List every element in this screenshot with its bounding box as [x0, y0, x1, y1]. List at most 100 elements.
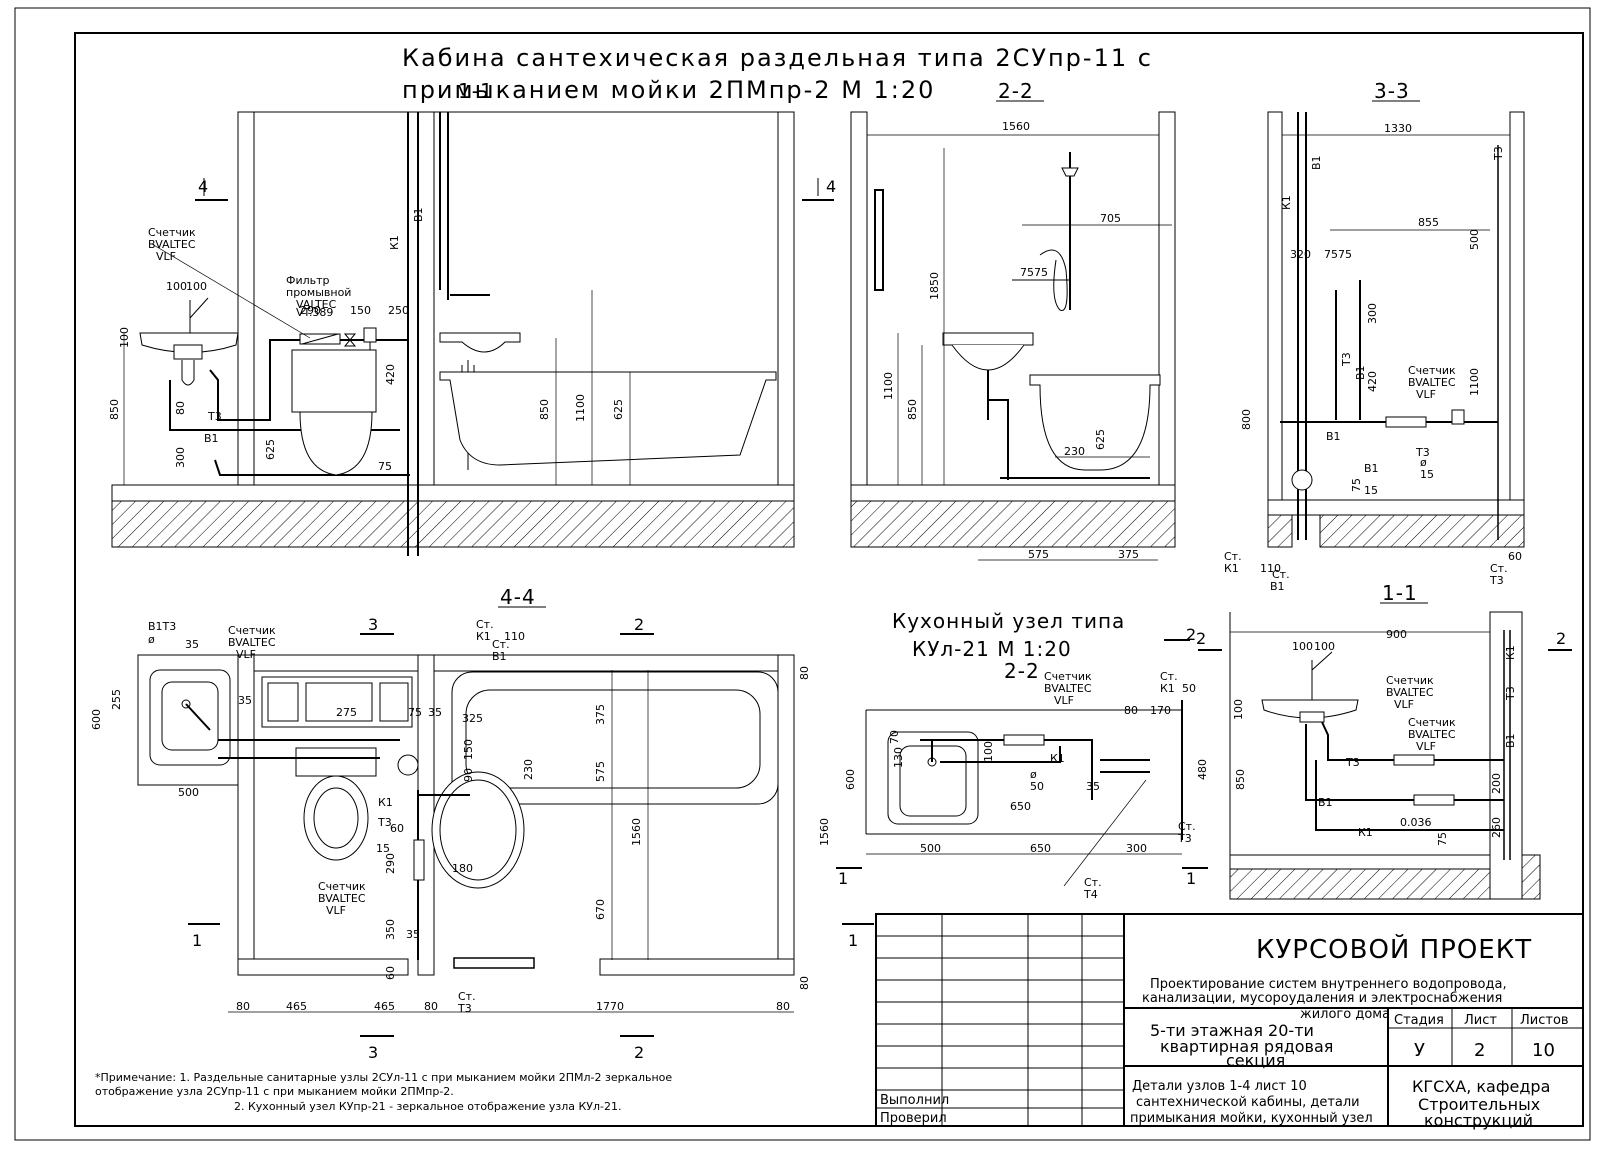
- building-line3: секция: [1226, 1051, 1285, 1070]
- cut-mark-2-top: 2: [634, 615, 644, 634]
- cut-mark-4-left: 4: [198, 177, 208, 196]
- dim-35k: 35: [1086, 780, 1100, 793]
- section-2-2-elevation: 1560 705 7575 230 1850 1100 850 625 575 …: [850, 111, 1176, 561]
- cut-mark-1-left: 1: [192, 931, 202, 950]
- riser-label-k1: К1: [388, 235, 401, 250]
- details-line2: сантехнической кабины, детали: [1136, 1095, 1360, 1110]
- dim-100n: 100: [1314, 640, 1335, 653]
- riser-k1-4: Ст.: [476, 618, 494, 631]
- dim-500c: 500: [920, 842, 941, 855]
- dim-0036: 0.036: [1400, 816, 1432, 829]
- meter-model-k: BVALTEC: [1044, 682, 1092, 695]
- project-desc2: канализации, мусороудаления и электросна…: [1142, 991, 1502, 1006]
- sheets-label: Листов: [1520, 1013, 1569, 1028]
- dim-300b: 300: [1366, 303, 1379, 324]
- cut-mark-4-right: 4: [826, 177, 836, 196]
- riser-t4b: Т4: [1083, 888, 1098, 901]
- riser-t3-k: Ст.: [1178, 820, 1196, 833]
- dim-900: 900: [1386, 628, 1407, 641]
- label-t3-3: Т3: [1492, 146, 1505, 161]
- label-k1-11: К1: [1504, 645, 1517, 660]
- main-title-line2: примыканием мойки 2ПМпр-2 М 1:20: [402, 76, 935, 104]
- dim-130: 130: [892, 747, 905, 768]
- meter-label-11b: Счетчик: [1408, 716, 1456, 729]
- outer-frame: [14, 7, 1591, 1141]
- dim-260: 260: [1490, 817, 1503, 838]
- dim-255: 255: [110, 689, 123, 710]
- details-line3: примыкания мойки, кухонный узел: [1130, 1111, 1373, 1126]
- dim-1100b: 1100: [882, 372, 895, 400]
- label-k1-11b: К1: [1358, 826, 1373, 839]
- dim-35a: 35: [185, 638, 199, 651]
- project-desc1: Проектирование систем внутреннего водопр…: [1150, 977, 1507, 992]
- bathtub-plan: [451, 671, 779, 805]
- kitchen-title-line2: КУл-21 М 1:20: [912, 637, 1072, 661]
- project-title: КУРСОВОЙ ПРОЕКТ: [1256, 933, 1532, 965]
- dim-75: 75: [378, 460, 392, 473]
- performed-label: Выполнил: [880, 1093, 949, 1108]
- dim-70: 70: [888, 730, 901, 744]
- meter-label-3: Счетчик: [1408, 364, 1456, 377]
- meter-label: Счетчик: [148, 226, 196, 239]
- dim-35b: 35: [238, 694, 252, 707]
- dim-150: 150: [350, 304, 371, 317]
- dim-1560: 1560: [1002, 120, 1030, 133]
- note-line3: 2. Кухонный узел КУпр-21 - зеркальное от…: [234, 1100, 622, 1113]
- dim-1100c: 1100: [1468, 368, 1481, 396]
- dim-110b: 110: [504, 630, 525, 643]
- title-block: Выполнил Проверил КУРСОВОЙ ПРОЕКТ Проект…: [875, 913, 1584, 1130]
- cut-mark-2-k: 2: [1186, 625, 1196, 644]
- meter-label-k: Счетчик: [1044, 670, 1092, 683]
- dim-420: 420: [384, 364, 397, 385]
- kitchen-section-1-1: 1-1 900 100 100 К1 Т3 В1 Счетчик BVALTEC…: [1196, 581, 1572, 900]
- dim-80c: 80: [236, 1000, 250, 1013]
- cut-mark-1-kr: 1: [1186, 869, 1196, 888]
- dim-500: 500: [1468, 229, 1481, 250]
- dim-100c: 100: [118, 327, 131, 348]
- section-label-2-2-kitchen: 2-2: [1004, 659, 1040, 683]
- dim-110: 110: [1260, 562, 1281, 575]
- section-label-1-1-top: 1-1: [458, 79, 494, 103]
- label-b1t3: В1Т3: [148, 620, 176, 633]
- dim-100a: 100: [166, 280, 187, 293]
- stage-label: Стадия: [1394, 1013, 1444, 1028]
- dim-230b: 230: [522, 759, 535, 780]
- dim-75b: 75: [1350, 478, 1363, 492]
- cut-mark-2-bot: 2: [634, 1043, 644, 1062]
- label-t3-11: Т3: [1504, 686, 1517, 701]
- bathtub-front: [1029, 374, 1161, 471]
- dim-300c: 300: [1126, 842, 1147, 855]
- dim-60b: 60: [384, 966, 397, 980]
- note-line1: *Примечание: 1. Раздельные санитарные уз…: [95, 1071, 672, 1084]
- riser-t3-4: Ст.: [458, 990, 476, 1003]
- riser-k1-4b: К1: [476, 630, 491, 643]
- dim-170: 170: [1150, 704, 1171, 717]
- dim-80d: 80: [424, 1000, 438, 1013]
- meter-label-11a: Счетчик: [1386, 674, 1434, 687]
- dim-320: 320: [1290, 248, 1311, 261]
- dim-100-11: 100: [1232, 699, 1245, 720]
- dim-500b: 500: [178, 786, 199, 799]
- dim-1560c: 1560: [818, 818, 831, 846]
- org-line1: КГСХА, кафедра: [1412, 1077, 1550, 1096]
- dim-60c: 60: [390, 822, 404, 835]
- riser-b1-3b: В1: [1270, 580, 1285, 593]
- meter-model-4b: BVALTEC: [318, 892, 366, 905]
- dim-465b: 465: [374, 1000, 395, 1013]
- riser-b1-4: Ст.: [492, 638, 510, 651]
- meter-vlf-11b: VLF: [1416, 740, 1436, 753]
- dim-290: 290: [300, 304, 321, 317]
- dim-7575b: 7575: [1324, 248, 1352, 261]
- sheet-label: Лист: [1464, 1013, 1497, 1028]
- label-t3-3b: Т3: [1340, 352, 1353, 367]
- dim-350: 350: [384, 919, 397, 940]
- label-b1-11: В1: [1504, 733, 1517, 748]
- label-k1-k: К1: [1050, 752, 1065, 765]
- label-b1-11b: В1: [1318, 796, 1333, 809]
- dim-100k: 100: [982, 741, 995, 762]
- label-b1-3c: В1: [1326, 430, 1341, 443]
- riser-t3-4b: Т3: [457, 1002, 472, 1015]
- dim-1330: 1330: [1384, 122, 1412, 135]
- dim-625b: 625: [612, 399, 625, 420]
- dim-290b: 290: [384, 853, 397, 874]
